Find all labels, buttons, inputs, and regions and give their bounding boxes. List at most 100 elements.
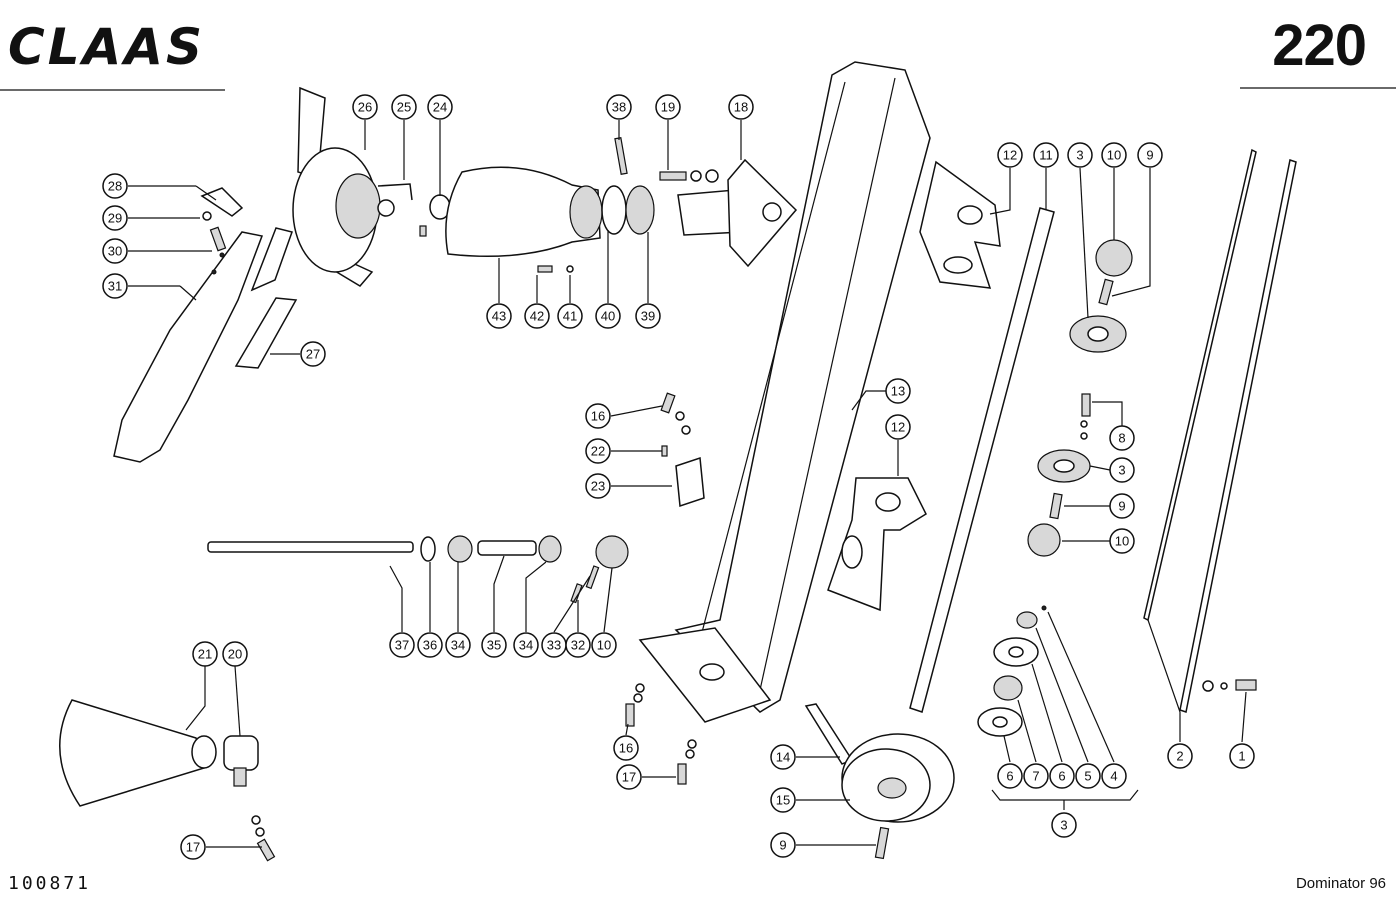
callout-6-left: 6 (997, 763, 1023, 789)
bolt-part-9b (1049, 492, 1063, 520)
callout-27: 27 (300, 341, 326, 367)
bolt-part-1 (1235, 679, 1257, 691)
svg-text:3: 3 (1118, 463, 1125, 478)
callout-36: 36 (417, 632, 443, 658)
claas-logo: CLAAS (8, 20, 205, 72)
brand-wordmark: CLAAS (8, 20, 205, 72)
svg-text:6: 6 (1058, 769, 1065, 784)
svg-text:33: 33 (547, 638, 561, 653)
callout-25: 25 (391, 94, 417, 120)
svg-text:16: 16 (619, 741, 633, 756)
callout-7: 7 (1023, 763, 1049, 789)
callout-21: 21 (192, 641, 218, 667)
callout-10-middle: 10 (1109, 528, 1135, 554)
svg-text:20: 20 (228, 647, 242, 662)
callout-9-lower: 9 (770, 832, 796, 858)
rotor-hub-part-26 (250, 86, 395, 292)
svg-text:40: 40 (601, 309, 615, 324)
bolt-part-16a (660, 392, 676, 414)
callout-28: 28 (102, 173, 128, 199)
svg-text:36: 36 (423, 638, 437, 653)
svg-text:8: 8 (1118, 431, 1125, 446)
boot-part-43 (445, 166, 601, 257)
bolt-part-9a (1098, 278, 1114, 306)
svg-text:29: 29 (108, 211, 122, 226)
bearing-part-34b (538, 535, 562, 563)
washer-part-41 (566, 265, 574, 273)
svg-text:9: 9 (1146, 148, 1153, 163)
svg-text:19: 19 (661, 100, 675, 115)
funnel-part-21 (59, 699, 205, 807)
svg-text:4: 4 (1110, 769, 1117, 784)
plate-part-12b (827, 477, 927, 612)
callout-9-upper: 9 (1137, 142, 1163, 168)
callout-40: 40 (595, 303, 621, 329)
svg-text:27: 27 (306, 347, 320, 362)
svg-text:3: 3 (1076, 148, 1083, 163)
callout-13: 13 (885, 378, 911, 404)
svg-text:6: 6 (1006, 769, 1013, 784)
callout-3-middle: 3 (1109, 457, 1135, 483)
pin-part-32 (570, 583, 583, 604)
bearing-part-39 (625, 185, 655, 235)
svg-text:7: 7 (1032, 769, 1039, 784)
svg-text:18: 18 (734, 100, 748, 115)
pin-part-38 (614, 137, 628, 175)
spacer-part-35 (477, 540, 537, 556)
leader-lines (128, 120, 1247, 848)
svg-text:12: 12 (1003, 148, 1017, 163)
callout-26: 26 (352, 94, 378, 120)
callout-1: 1 (1229, 743, 1255, 769)
frame-lines (0, 87, 1396, 91)
callout-32: 32 (565, 632, 591, 658)
model-name: Dominator 96 (1295, 875, 1386, 892)
callouts: 28 29 30 31 26 25 24 27 43 42 41 40 39 3… (102, 94, 1255, 860)
callout-19: 19 (655, 94, 681, 120)
pin-part-22 (661, 445, 668, 457)
callout-17-lower: 17 (616, 764, 642, 790)
bevel-gear-part-10b (1095, 239, 1133, 277)
callout-16-lower: 16 (613, 735, 639, 761)
callout-15: 15 (770, 787, 796, 813)
svg-text:10: 10 (1107, 148, 1121, 163)
svg-text:41: 41 (563, 309, 577, 324)
pin-part-25a (377, 183, 413, 201)
svg-text:42: 42 (530, 309, 544, 324)
callout-29: 29 (102, 205, 128, 231)
svg-text:39: 39 (641, 309, 655, 324)
callout-30: 30 (102, 238, 128, 264)
svg-text:38: 38 (612, 100, 626, 115)
svg-text:32: 32 (571, 638, 585, 653)
arm-part-31 (113, 231, 264, 463)
bevel-gear-part-10a (595, 535, 629, 569)
svg-text:28: 28 (108, 179, 122, 194)
beam-part-13 (638, 61, 931, 723)
group-bracket-part-3 (991, 789, 1139, 801)
key-part-33 (585, 565, 600, 590)
svg-text:15: 15 (776, 793, 790, 808)
clamp-tab-part-20 (233, 767, 247, 787)
svg-text:25: 25 (397, 100, 411, 115)
callout-14: 14 (770, 744, 796, 770)
insert-part-7 (993, 675, 1023, 701)
reference-number: 100871 (8, 873, 92, 894)
svg-text:5: 5 (1084, 769, 1091, 784)
svg-text:10: 10 (1115, 534, 1129, 549)
svg-text:10: 10 (597, 638, 611, 653)
callout-35: 35 (481, 632, 507, 658)
svg-text:30: 30 (108, 244, 122, 259)
bolt-part-16b (625, 703, 635, 727)
svg-text:1: 1 (1238, 749, 1245, 764)
svg-text:21: 21 (198, 647, 212, 662)
bevel-gear-part-10c (1027, 523, 1061, 557)
svg-text:9: 9 (779, 838, 786, 853)
svg-text:43: 43 (492, 309, 506, 324)
callout-42: 42 (524, 303, 550, 329)
svg-text:12: 12 (891, 420, 905, 435)
bearing-part-5 (1016, 611, 1038, 629)
svg-text:37: 37 (395, 638, 409, 653)
svg-text:31: 31 (108, 279, 122, 294)
svg-text:24: 24 (433, 100, 447, 115)
